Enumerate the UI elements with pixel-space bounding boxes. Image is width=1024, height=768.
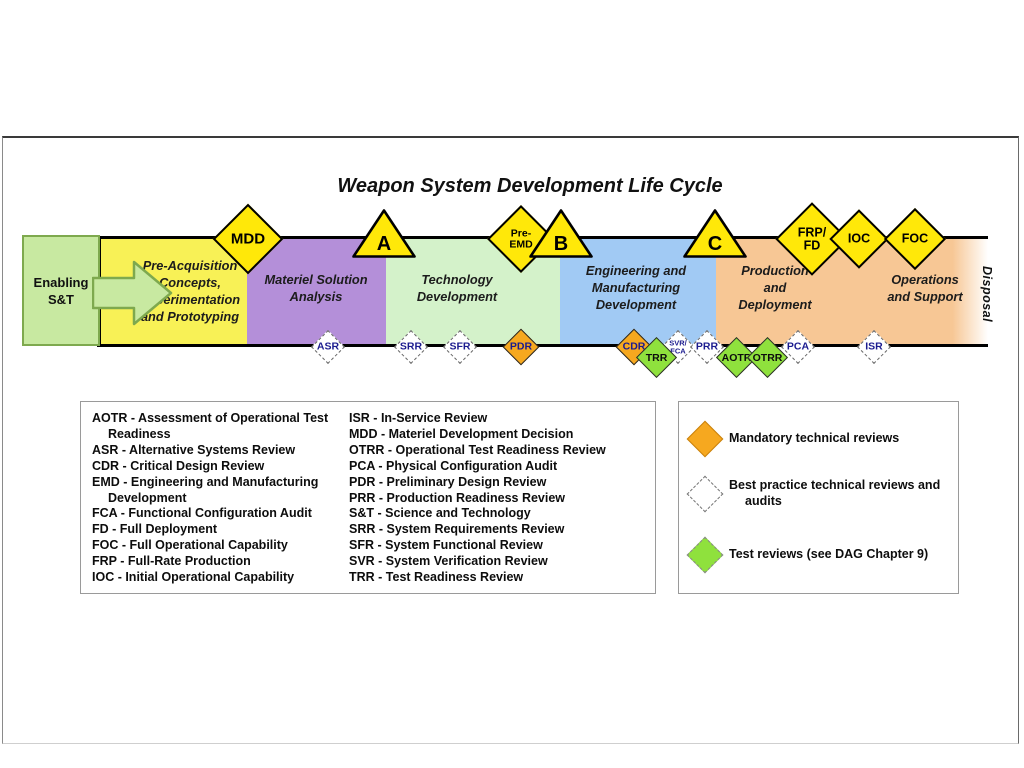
milestone-c-label: C — [707, 233, 723, 255]
acronym-line: PDR - Preliminary Design Review — [349, 474, 547, 489]
acronym-line: OTRR - Operational Test Readiness Review — [349, 442, 606, 457]
review-isr-label: ISR — [865, 340, 883, 353]
acronym-line: IOC - Initial Operational Capability — [92, 570, 295, 585]
right-arrow-icon — [92, 260, 173, 326]
milestone-a-label: A — [376, 233, 392, 255]
milestone-c: C — [682, 208, 748, 259]
acronym-line: FOC - Full Operational Capability — [92, 538, 288, 553]
acronym-line: PRR - Production Readiness Review — [349, 490, 566, 505]
acronym-line: ASR - Alternative Systems Review — [92, 442, 296, 457]
page-title: Weapon System Development Life Cycle — [337, 175, 723, 197]
review-asr-label: ASR — [316, 340, 340, 353]
legend-best-diamond-icon — [686, 475, 724, 513]
legend-mandatory-diamond-icon — [686, 420, 724, 458]
acronym-line: Readiness — [108, 426, 171, 441]
acronym-line: SRR - System Requirements Review — [349, 522, 565, 537]
milestone-b: B — [528, 208, 594, 259]
milestone-foc-label: FOC — [901, 231, 929, 246]
operations-support-label: Operations and Support — [887, 272, 963, 304]
acronym-line: FCA - Functional Configuration Audit — [92, 506, 312, 521]
acronym-line: AOTR - Assessment of Operational Test — [92, 411, 329, 425]
acronym-line: CDR - Critical Design Review — [92, 458, 265, 473]
acronym-line: ISR - In-Service Review — [349, 411, 488, 425]
milestone-mdd-label: MDD — [230, 230, 266, 248]
acronym-line: Development — [108, 490, 187, 505]
milestone-a-triangle-icon — [352, 209, 416, 258]
acronym-line: FD - Full Deployment — [92, 522, 217, 537]
technology-development-label: Technology Development — [416, 272, 498, 304]
acronym-line: PCA - Physical Configuration Audit — [349, 458, 558, 473]
acronym-line: SVR - System Verification Review — [349, 554, 548, 569]
review-otrr-label: OTRR — [752, 351, 782, 364]
milestone-b-triangle-icon — [529, 209, 593, 258]
acronym-line: FRP - Full-Rate Production — [92, 554, 251, 569]
acronym-line: SFR - System Functional Review — [349, 538, 543, 553]
band-bottom-line — [98, 344, 988, 347]
legend-mandatory-label: Mandatory technical reviews — [729, 431, 900, 445]
acronym-line: MDD - Materiel Development Decision — [349, 426, 574, 441]
legend-test-label: Test reviews (see DAG Chapter 9) — [729, 547, 929, 561]
acronym-line: S&T - Science and Technology — [349, 506, 531, 521]
milestone-a: A — [351, 208, 417, 259]
milestone-c-triangle-icon — [683, 209, 747, 258]
emd-label: Engineering and Manufacturing Developmen… — [585, 263, 687, 312]
milestone-b-label: B — [553, 233, 569, 255]
materiel-solution-label: Materiel Solution Analysis — [264, 272, 368, 304]
review-pdr-label: PDR — [509, 340, 533, 353]
acronym-line: TRR - Test Readiness Review — [349, 570, 524, 585]
legend-test-diamond-icon — [686, 536, 724, 574]
acronym-line: EMD - Engineering and Manufacturing — [92, 474, 319, 489]
production-deployment-label: Production and Deployment — [738, 263, 812, 312]
disposal-label: Disposal — [980, 265, 994, 323]
review-sfr-label: SFR — [449, 340, 471, 353]
review-trr-label: TRR — [645, 351, 667, 364]
